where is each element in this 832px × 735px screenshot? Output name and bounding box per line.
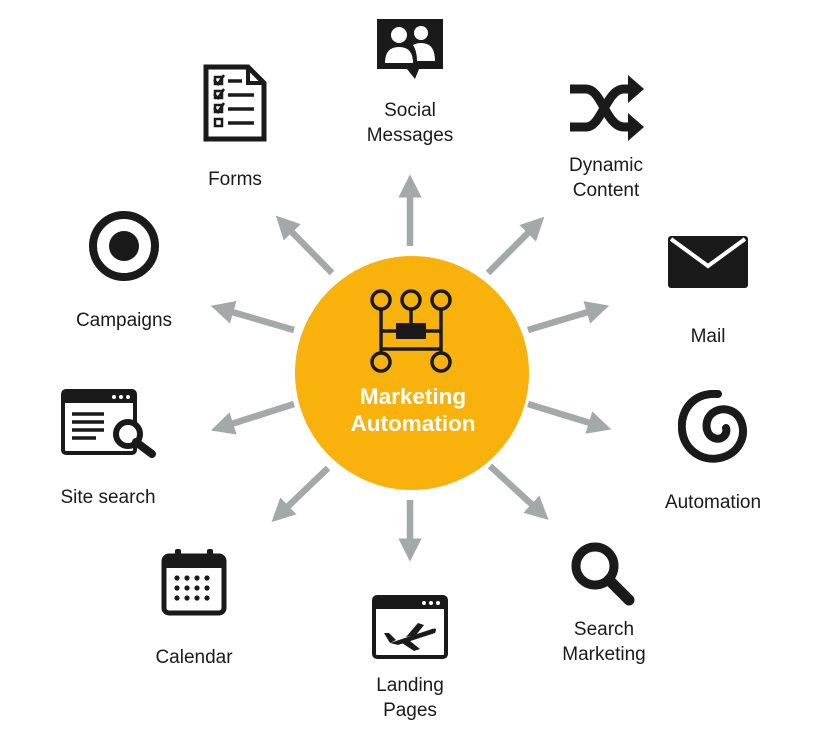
social-messages-icon — [377, 19, 443, 79]
envelope-icon — [668, 236, 748, 288]
target-icon — [89, 211, 159, 281]
node-site-search[interactable]: Site search — [48, 388, 168, 510]
arrow-mail — [527, 301, 610, 334]
node-calendar[interactable]: Calendar — [134, 548, 254, 670]
node-campaigns[interactable]: Campaigns — [62, 208, 186, 333]
spiral-icon — [678, 390, 747, 463]
arrow-automation — [527, 400, 612, 434]
node-landing-pages[interactable]: Landing Pages — [350, 595, 470, 723]
label-dynamic-content: Dynamic Content — [569, 155, 643, 201]
label-automation: Automation — [664, 492, 762, 513]
label-mail: Mail — [690, 326, 726, 347]
label-campaigns: Campaigns — [75, 310, 173, 331]
arrow-campaigns — [210, 301, 295, 334]
network-nodes-icon — [370, 289, 452, 373]
arrow-calendar — [271, 465, 331, 523]
node-automation[interactable]: Automation — [648, 390, 778, 515]
shuffle-icon — [570, 75, 644, 141]
node-mail[interactable]: Mail — [658, 236, 758, 349]
label-landing-pages: Landing Pages — [376, 675, 444, 721]
arrow-forms — [275, 215, 335, 276]
magnifier-icon — [571, 542, 635, 606]
arrow-dynamic — [485, 216, 545, 276]
checklist-icon — [203, 64, 267, 142]
node-social-messages[interactable]: Social Messages — [350, 13, 470, 148]
node-search-marketing[interactable]: Search Marketing — [544, 540, 664, 667]
label-social-messages: Social Messages — [366, 100, 454, 146]
center-circle — [295, 256, 529, 490]
label-calendar: Calendar — [155, 647, 233, 668]
arrow-site-search — [210, 400, 295, 435]
node-forms[interactable]: Forms — [180, 63, 290, 192]
browser-airplane-icon — [372, 595, 448, 659]
label-forms: Forms — [208, 169, 262, 190]
calendar-icon — [161, 549, 227, 616]
node-dynamic-content[interactable]: Dynamic Content — [546, 73, 666, 203]
center-label: Marketing Automation — [350, 384, 476, 436]
label-search-marketing: Search Marketing — [562, 619, 646, 665]
browser-search-icon — [61, 389, 156, 458]
label-site-search: Site search — [60, 487, 156, 508]
arrow-search-marketing — [487, 463, 549, 520]
